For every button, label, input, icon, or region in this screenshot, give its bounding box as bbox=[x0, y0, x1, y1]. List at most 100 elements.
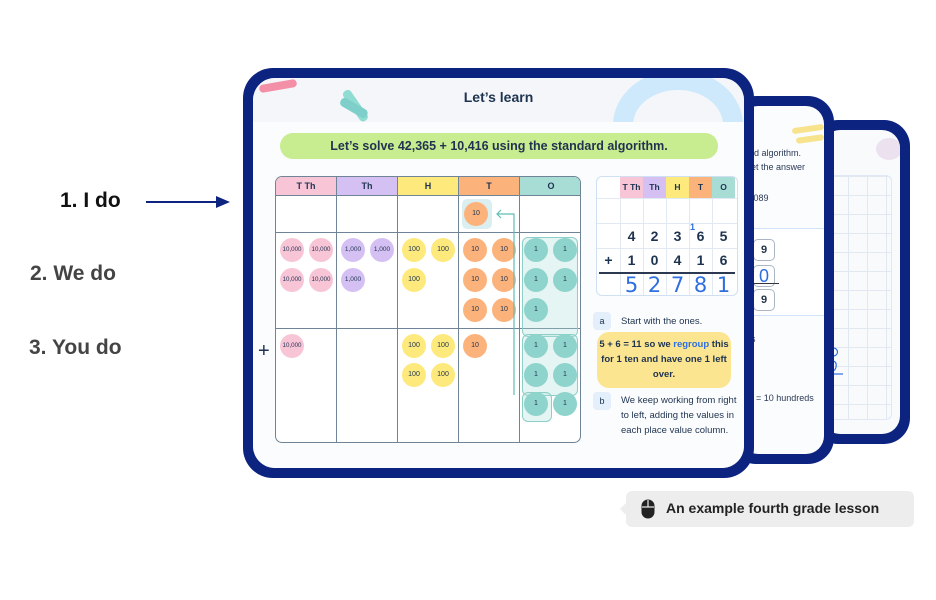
step-badge-b: b bbox=[593, 392, 611, 410]
column-divider bbox=[458, 177, 459, 442]
digit: 6 bbox=[719, 252, 728, 268]
arrow-right-icon bbox=[146, 196, 230, 208]
counter[interactable]: 100 bbox=[402, 238, 426, 262]
column-header: O bbox=[712, 177, 735, 198]
column-header: Th bbox=[643, 177, 666, 198]
counter[interactable]: 1,000 bbox=[370, 238, 394, 262]
column-divider bbox=[336, 177, 337, 442]
counter[interactable]: 1 bbox=[553, 238, 577, 262]
explanation-b: We keep working from right to left, addi… bbox=[621, 395, 737, 436]
sum-line bbox=[749, 283, 779, 284]
grid-line bbox=[597, 248, 737, 249]
counter[interactable]: 100 bbox=[431, 334, 455, 358]
counter[interactable]: 1 bbox=[553, 334, 577, 358]
counter[interactable]: 10 bbox=[463, 268, 487, 292]
explanation-a: Start with the ones. bbox=[621, 316, 703, 327]
answer-digit[interactable]: 8 bbox=[693, 273, 708, 296]
decorative-blob bbox=[876, 138, 900, 160]
counter[interactable]: 10,000 bbox=[280, 238, 304, 262]
counter[interactable]: 1 bbox=[524, 363, 548, 387]
digit-box[interactable]: 9 bbox=[753, 239, 775, 261]
carry-digit: 1 bbox=[690, 222, 696, 232]
digit: 1 bbox=[696, 252, 705, 268]
counter[interactable]: 10 bbox=[463, 238, 487, 262]
counter[interactable]: 100 bbox=[402, 363, 426, 387]
callout-text: this for 1 ten and have one 1 left over. bbox=[601, 339, 729, 380]
counter[interactable]: 100 bbox=[431, 363, 455, 387]
column-header: Th bbox=[337, 177, 398, 196]
counter[interactable]: 10 bbox=[492, 268, 516, 292]
column-header: H bbox=[666, 177, 689, 198]
lesson-card-i-do[interactable]: Let’s learn Let’s solve 42,365 + 10,416 … bbox=[243, 68, 754, 478]
counter[interactable]: 1,000 bbox=[341, 238, 365, 262]
counter[interactable]: 10,000 bbox=[280, 268, 304, 292]
grid-line bbox=[597, 198, 737, 199]
column-header: T bbox=[689, 177, 712, 198]
answer-digit[interactable]: 2 bbox=[647, 273, 662, 296]
column-header: H bbox=[398, 177, 459, 196]
counter[interactable]: 100 bbox=[402, 268, 426, 292]
digit: 2 bbox=[650, 228, 659, 244]
counter[interactable]: 1 bbox=[524, 392, 548, 416]
step-badge-a: a bbox=[593, 312, 611, 330]
step-we-do[interactable]: 2. We do bbox=[30, 262, 116, 285]
counter[interactable]: 1 bbox=[524, 298, 548, 322]
plus-sign: + bbox=[258, 340, 270, 362]
column-header: T Th bbox=[276, 177, 337, 196]
answer-digit[interactable]: 7 bbox=[670, 273, 685, 296]
decorative-squiggle bbox=[791, 123, 824, 135]
counter[interactable]: 1,000 bbox=[341, 268, 365, 292]
grid-line bbox=[643, 177, 644, 295]
counter[interactable]: 10,000 bbox=[309, 238, 333, 262]
plus-operator: + bbox=[604, 252, 613, 268]
page-title: Let’s learn bbox=[463, 89, 534, 105]
problem-banner: Let’s solve 42,365 + 10,416 using the st… bbox=[280, 133, 718, 159]
digit-box[interactable]: 9 bbox=[753, 289, 775, 311]
decorative-cross bbox=[340, 89, 368, 122]
lesson-header: Let’s learn bbox=[253, 78, 744, 180]
lesson-body: Let’s solve 42,365 + 10,416 using the st… bbox=[253, 122, 744, 468]
column-header: T bbox=[459, 177, 520, 196]
answer-digit[interactable]: 1 bbox=[716, 273, 731, 296]
counter[interactable]: 10 bbox=[492, 298, 516, 322]
digit: 4 bbox=[673, 252, 682, 268]
sum-line bbox=[599, 272, 735, 274]
regroup-highlight: regroup bbox=[673, 339, 710, 350]
counter[interactable]: 1 bbox=[524, 268, 548, 292]
digit: 5 bbox=[719, 228, 728, 244]
counter[interactable]: 10 bbox=[463, 334, 487, 358]
column-header: T Th bbox=[620, 177, 643, 198]
digit: 4 bbox=[627, 228, 636, 244]
lesson-card-you-do[interactable] bbox=[812, 120, 910, 444]
card-screen bbox=[822, 130, 900, 434]
counter[interactable]: 10,000 bbox=[309, 268, 333, 292]
caption-tooltip: An example fourth grade lesson bbox=[620, 491, 914, 527]
counter[interactable]: 1 bbox=[553, 363, 577, 387]
row-divider bbox=[276, 328, 580, 329]
back-card-text: 9,089 bbox=[746, 193, 769, 203]
grid-line bbox=[712, 177, 713, 295]
digit: 0 bbox=[650, 252, 659, 268]
step-i-do[interactable]: 1. I do bbox=[60, 189, 121, 212]
caption-text: An example fourth grade lesson bbox=[666, 500, 880, 516]
counter[interactable]: 100 bbox=[402, 334, 426, 358]
decorative-squiggle bbox=[795, 134, 824, 144]
counter[interactable]: 1 bbox=[553, 392, 577, 416]
counter[interactable]: 1 bbox=[524, 238, 548, 262]
column-divider bbox=[519, 177, 520, 442]
counter[interactable]: 1 bbox=[553, 268, 577, 292]
answer-digit[interactable]: 5 bbox=[624, 273, 639, 296]
grid-line bbox=[620, 177, 621, 295]
counter[interactable]: 100 bbox=[431, 238, 455, 262]
back-card-text: ds = 10 hundreds bbox=[744, 393, 814, 403]
counter[interactable]: 10 bbox=[492, 238, 516, 262]
regrouped-counter[interactable]: 10 bbox=[464, 202, 488, 226]
counter[interactable]: 10 bbox=[463, 298, 487, 322]
step-you-do[interactable]: 3. You do bbox=[29, 336, 122, 359]
row-divider bbox=[276, 232, 580, 233]
counter[interactable]: 10,000 bbox=[280, 334, 304, 358]
counter[interactable]: 1 bbox=[524, 334, 548, 358]
back-card-text: get the answer bbox=[746, 162, 806, 172]
